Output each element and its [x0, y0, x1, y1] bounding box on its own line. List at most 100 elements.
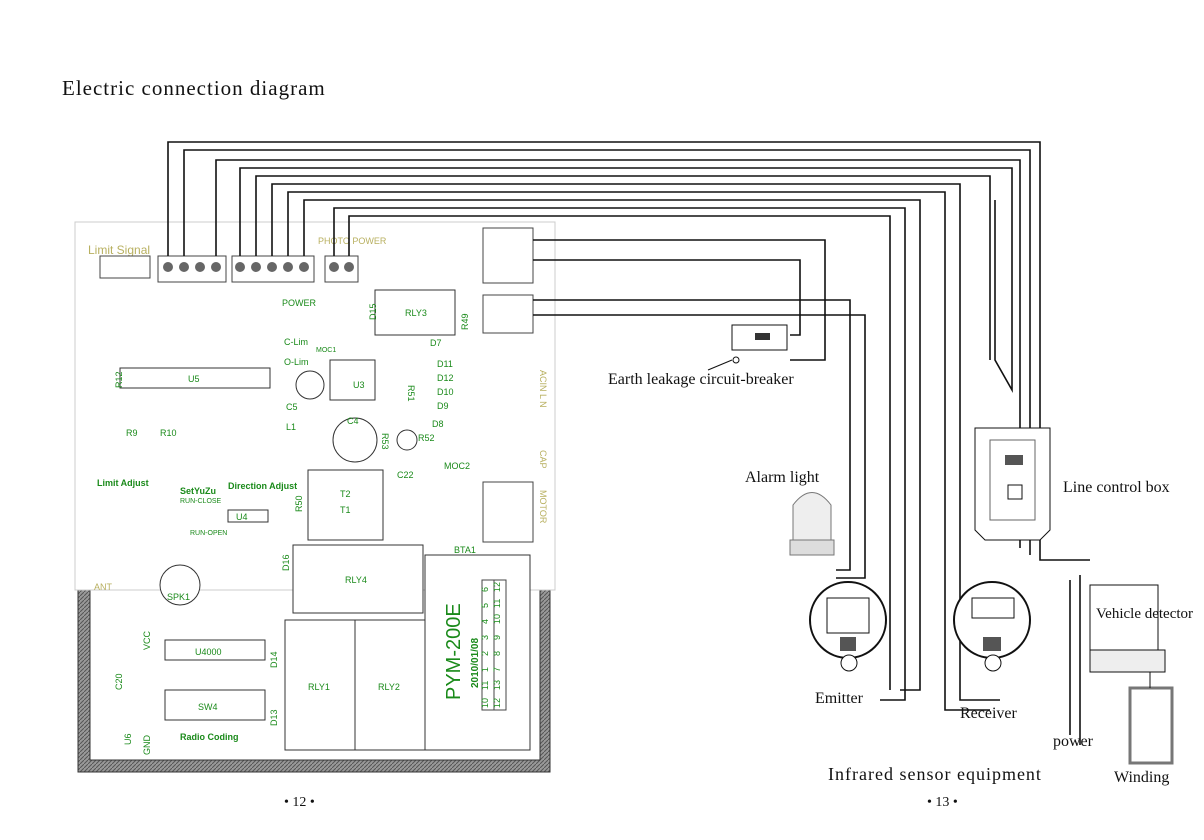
label-d16: D16 [281, 554, 291, 571]
label-moc2: MOC2 [444, 461, 470, 471]
svg-text:U4: U4 [236, 512, 248, 522]
svg-text:PYM-200E: PYM-200E [443, 603, 465, 700]
label-l1: L1 [286, 422, 296, 432]
label-u6: U6 [123, 733, 133, 745]
svg-text:GND: GND [142, 735, 152, 756]
svg-text:RLY1: RLY1 [308, 682, 330, 692]
terminal-block-control[interactable] [231, 255, 315, 283]
page-title: Electric connection diagram [62, 76, 326, 100]
svg-text:POWER: POWER [282, 298, 317, 308]
svg-text:C-Lim: C-Lim [284, 337, 308, 347]
svg-text:RLY2: RLY2 [378, 682, 400, 692]
svg-text:RUN-CLOSE: RUN-CLOSE [180, 498, 222, 505]
label-r9: R9 [126, 428, 138, 438]
svg-text:12: 12 [492, 582, 502, 592]
svg-text:Winding: Winding [1114, 769, 1169, 786]
svg-text:RUN-OPEN: RUN-OPEN [190, 530, 227, 537]
label-d9: D9 [437, 401, 449, 411]
svg-text:SW4: SW4 [198, 702, 218, 712]
control-board: Limit Signal PHOTO POWER U5 U3 U4000 SW4… [74, 221, 556, 756]
svg-text:7: 7 [492, 667, 502, 672]
label-r52: R52 [418, 433, 435, 443]
svg-text:Earth leakage circuit-breaker: Earth leakage circuit-breaker [608, 371, 794, 388]
svg-text:1: 1 [480, 667, 490, 672]
infrared-receiver: Receiver [953, 581, 1031, 722]
label-d14: D14 [269, 651, 279, 668]
label-d11: D11 [437, 359, 453, 369]
label-moc1: MOC1 [316, 347, 336, 354]
label-d8: D8 [432, 419, 444, 429]
svg-text:11: 11 [480, 681, 490, 690]
svg-text:Limit Signal: Limit Signal [88, 243, 150, 257]
svg-text:RLY3: RLY3 [405, 308, 427, 318]
svg-text:13: 13 [492, 680, 502, 690]
svg-text:CAP: CAP [538, 450, 548, 469]
svg-text:C4: C4 [347, 416, 359, 426]
svg-text:5: 5 [480, 603, 490, 608]
svg-text:ANT: ANT [94, 582, 113, 592]
svg-text:10: 10 [480, 698, 490, 708]
label-r51: R51 [406, 385, 416, 402]
svg-text:2010/01/08: 2010/01/08 [470, 638, 481, 688]
svg-text:Vehicle detector: Vehicle detector [1096, 606, 1193, 622]
component-labels: C5 C20 R9 R10 R12 R49 R50 R51 R52 R53 D7… [114, 303, 476, 745]
svg-text:VCC: VCC [142, 630, 152, 650]
svg-text:4: 4 [480, 619, 490, 624]
vehicle-detector: Vehicle detector power [1053, 584, 1193, 750]
infrared-sensor-caption: Infrared sensor equipment [828, 764, 1042, 784]
label-r12: R12 [114, 371, 124, 388]
wiring [167, 141, 1090, 745]
svg-text:Line control box: Line control box [1063, 479, 1170, 496]
pin-table: 10 11 1 2 3 4 5 6 12 13 7 8 9 10 11 12 [480, 579, 507, 711]
svg-text:U3: U3 [353, 380, 365, 390]
svg-text:12: 12 [492, 698, 502, 708]
svg-text:Radio Coding: Radio Coding [180, 732, 239, 742]
svg-text:SetYuZu: SetYuZu [180, 486, 216, 496]
label-d12: D12 [437, 373, 454, 383]
svg-text:O-Lim: O-Lim [284, 357, 309, 367]
label-d15: D15 [368, 303, 378, 320]
line-control-box: Line control box [974, 427, 1170, 541]
infrared-emitter: Emitter [809, 581, 887, 707]
label-r53: R53 [380, 433, 390, 450]
svg-text:PHOTO POWER: PHOTO POWER [318, 236, 387, 246]
svg-text:SPK1: SPK1 [167, 592, 190, 602]
svg-text:RLY4: RLY4 [345, 575, 367, 585]
page-number-right: • 13 • [927, 795, 958, 810]
terminal-block-photo-power[interactable] [324, 255, 359, 283]
page-number-left: • 12 • [284, 795, 315, 810]
svg-text:power: power [1053, 733, 1094, 750]
svg-text:9: 9 [492, 635, 502, 640]
svg-text:2: 2 [480, 651, 490, 656]
svg-text:T2: T2 [340, 489, 351, 499]
label-bta1: BTA1 [454, 545, 476, 555]
label-d7: D7 [430, 338, 442, 348]
svg-text:ACIN L N: ACIN L N [538, 370, 548, 408]
svg-text:10: 10 [492, 614, 502, 624]
svg-text:U4000: U4000 [195, 647, 222, 657]
svg-text:MOTOR: MOTOR [538, 490, 548, 524]
svg-text:Limit Adjust: Limit Adjust [97, 478, 149, 488]
svg-text:T1: T1 [340, 505, 351, 515]
svg-text:Receiver: Receiver [960, 705, 1018, 722]
label-c20: C20 [114, 673, 124, 690]
earth-leakage-breaker: Earth leakage circuit-breaker [608, 324, 794, 388]
svg-text:U5: U5 [188, 374, 200, 384]
label-r50: R50 [294, 495, 304, 512]
svg-text:8: 8 [492, 651, 502, 656]
svg-text:Direction Adjust: Direction Adjust [228, 481, 297, 491]
label-d13: D13 [269, 709, 279, 726]
svg-text:6: 6 [480, 587, 490, 592]
induction-winding: Winding [1114, 672, 1174, 786]
alarm-light: Alarm light [745, 469, 835, 556]
svg-text:Alarm light: Alarm light [745, 469, 820, 486]
label-c22: C22 [397, 470, 414, 480]
label-r49: R49 [460, 313, 470, 330]
label-c5: C5 [286, 402, 298, 412]
terminal-block-limit[interactable] [157, 255, 227, 283]
svg-text:Emitter: Emitter [815, 690, 864, 707]
svg-text:11: 11 [492, 599, 502, 608]
label-r10: R10 [160, 428, 177, 438]
label-d10: D10 [437, 387, 454, 397]
